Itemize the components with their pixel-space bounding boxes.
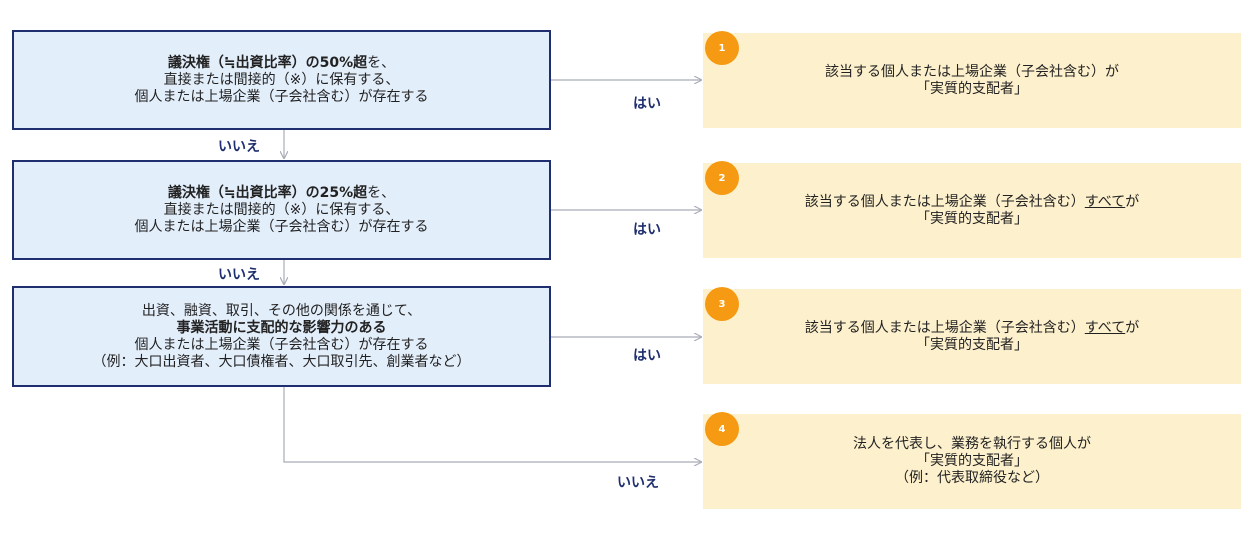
answer-3-line1-post: が <box>1125 319 1140 336</box>
question-2-line3: 個人または上場企業（子会社含む）が存在する <box>134 218 429 235</box>
question-1-suffix: を、 <box>367 54 396 71</box>
question-box-3: 出資、融資、取引、その他の関係を通じて、 事業活動に支配的な影響力のある 個人ま… <box>12 286 551 387</box>
yes-label-3: はい <box>633 348 661 364</box>
answer-3-line2: 「実質的支配者」 <box>916 336 1028 353</box>
arrow-q3-a4 <box>283 387 701 462</box>
answer-3-emphasis: すべて <box>1084 319 1126 336</box>
question-2-line2: 直接または間接的（※）に保有する、 <box>163 201 400 218</box>
answer-box-4: 法人を代表し、業務を執行する個人が 「実質的支配者」 （例：代表取締役など） <box>703 414 1241 509</box>
answer-4-line3: （例：代表取締役など） <box>895 470 1049 486</box>
number-badge-3: 3 <box>705 287 739 321</box>
question-3-bold: 事業活動に支配的な影響力のある <box>176 319 387 336</box>
answer-2-line1-post: が <box>1125 193 1140 210</box>
question-1-bold: 議決権（≒出資比率）の50%超 <box>167 54 368 71</box>
yes-label-1: はい <box>633 96 661 112</box>
question-1-line3: 個人または上場企業（子会社含む）が存在する <box>134 88 429 105</box>
number-badge-2: 2 <box>705 161 739 195</box>
no-label-2: いいえ <box>218 267 260 283</box>
question-3-line3: 個人または上場企業（子会社含む）が存在する <box>134 336 429 353</box>
question-box-1: 議決権（≒出資比率）の50%超を、 直接または間接的（※）に保有する、 個人また… <box>12 30 551 130</box>
answer-1-line1: 該当する個人または上場企業（子会社含む）が <box>825 63 1119 80</box>
question-3-line1: 出資、融資、取引、その他の関係を通じて、 <box>141 302 422 319</box>
question-1-line2: 直接または間接的（※）に保有する、 <box>163 71 400 88</box>
answer-1-line2: 「実質的支配者」 <box>916 80 1028 97</box>
answer-box-2: 該当する個人または上場企業（子会社含む）すべてが 「実質的支配者」 <box>703 163 1241 258</box>
question-3-line4: （例：大口出資者、大口債権者、大口取引先、創業者など） <box>92 353 471 370</box>
no-label-1: いいえ <box>218 139 260 155</box>
question-2-suffix: を、 <box>367 184 396 201</box>
answer-2-line2: 「実質的支配者」 <box>916 210 1028 227</box>
number-badge-1: 1 <box>705 31 739 65</box>
answer-3-line1-pre: 該当する個人または上場企業（子会社含む） <box>804 319 1085 336</box>
question-2-bold: 議決権（≒出資比率）の25%超 <box>167 184 368 201</box>
answer-2-emphasis: すべて <box>1084 193 1126 210</box>
yes-label-2: はい <box>633 222 661 238</box>
answer-box-3: 該当する個人または上場企業（子会社含む）すべてが 「実質的支配者」 <box>703 289 1241 384</box>
no-label-3: いいえ <box>617 475 659 491</box>
answer-2-line1-pre: 該当する個人または上場企業（子会社含む） <box>804 193 1085 210</box>
answer-4-line2: 「実質的支配者」 <box>916 453 1028 469</box>
answer-box-1: 該当する個人または上場企業（子会社含む）が 「実質的支配者」 <box>703 33 1241 128</box>
answer-4-line1: 法人を代表し、業務を執行する個人が <box>853 436 1091 452</box>
number-badge-4: 4 <box>705 412 739 446</box>
question-box-2: 議決権（≒出資比率）の25%超を、 直接または間接的（※）に保有する、 個人また… <box>12 160 551 260</box>
